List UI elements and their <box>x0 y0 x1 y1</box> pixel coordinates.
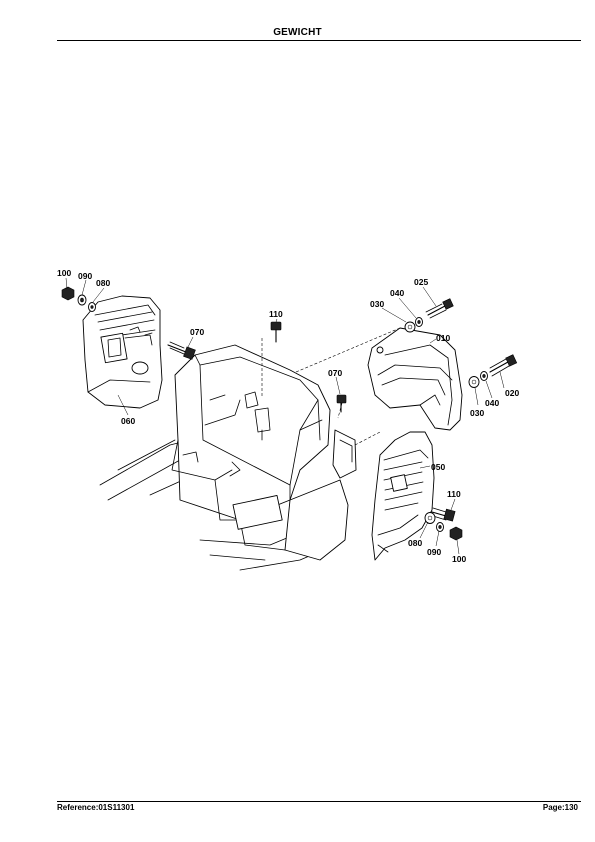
callout-090-right: 090 <box>427 547 441 557</box>
callout-010: 010 <box>436 333 450 343</box>
page-number: Page:130 <box>542 803 578 812</box>
callout-100-right: 100 <box>452 554 466 564</box>
right-weight-010 <box>367 327 463 431</box>
left-weight-060 <box>82 295 163 409</box>
bolt-070-left <box>167 341 196 360</box>
hardware-stack-right <box>424 512 463 541</box>
callout-100-left: 100 <box>57 268 71 278</box>
footer-rule <box>57 801 581 802</box>
leader-to-010 <box>295 327 401 373</box>
callout-070-mid: 070 <box>328 368 342 378</box>
reference-number: Reference:01S11301 <box>57 803 135 812</box>
callout-030-top: 030 <box>370 299 384 309</box>
hardware-020-group <box>468 354 518 388</box>
bolt-110-right <box>431 507 456 522</box>
callout-030-right: 030 <box>470 408 484 418</box>
callout-040-top: 040 <box>390 288 404 298</box>
bolt-070-mid <box>336 394 347 413</box>
callout-070-left: 070 <box>190 327 204 337</box>
callout-040-right: 040 <box>485 398 499 408</box>
callout-110-top: 110 <box>269 309 283 319</box>
callout-110-right: 110 <box>447 489 461 499</box>
hardware-stack-left <box>61 286 96 312</box>
bolt-110-top <box>270 321 282 343</box>
callout-080-left: 080 <box>96 278 110 288</box>
callout-060: 060 <box>121 416 135 426</box>
callout-080-right: 080 <box>408 538 422 548</box>
callout-090-left: 090 <box>78 271 92 281</box>
callout-025: 025 <box>414 277 428 287</box>
header-rule <box>57 40 581 41</box>
callout-050: 050 <box>431 462 445 472</box>
machine-body <box>99 344 357 571</box>
callout-020: 020 <box>505 388 519 398</box>
right-weight-050 <box>371 431 435 561</box>
page-title: GEWICHT <box>273 27 322 38</box>
hardware-025-group <box>404 298 454 333</box>
leader-to-050 <box>354 431 381 446</box>
